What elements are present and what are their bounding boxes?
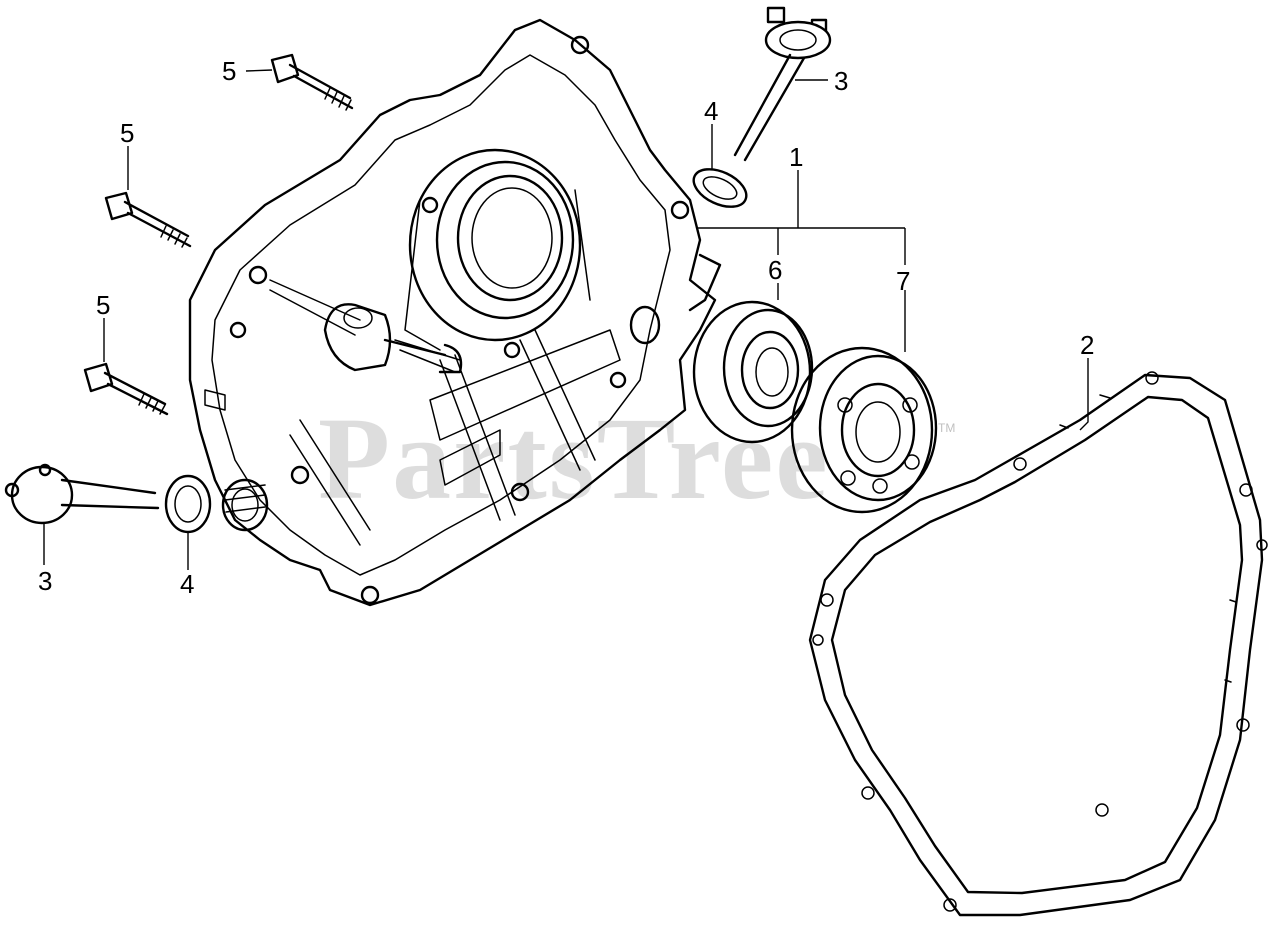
callout-2: 2 — [1080, 330, 1094, 360]
oil-seal-bearing — [692, 300, 814, 444]
oil-dipstick-top — [733, 6, 832, 162]
callout-7: 7 — [896, 266, 910, 296]
callout-5-middle: 5 — [120, 118, 134, 148]
o-ring-top — [692, 168, 748, 208]
callout-5-lower: 5 — [96, 290, 110, 320]
callout-1: 1 — [789, 142, 803, 172]
ball-bearing — [790, 346, 938, 514]
callout-4-left: 4 — [180, 569, 194, 599]
callout-5-top: 5 — [222, 56, 236, 86]
watermark: PartsTree TM — [318, 393, 955, 524]
o-ring-left — [164, 474, 212, 534]
oil-dipstick-left — [4, 463, 160, 525]
leader-lines — [43, 69, 1089, 570]
callouts: 5 5 5 3 3 4 4 1 6 7 2 — [38, 56, 1094, 599]
flange-bolt-lower — [83, 362, 169, 416]
callout-6: 6 — [768, 255, 782, 285]
watermark-trademark: TM — [938, 421, 955, 435]
callout-3-left: 3 — [38, 566, 52, 596]
cover-gasket — [808, 371, 1268, 917]
flange-bolt-middle — [104, 191, 192, 248]
callout-4-top: 4 — [704, 96, 718, 126]
crankcase-cover — [188, 18, 722, 607]
callout-3-top: 3 — [834, 66, 848, 96]
flange-bolt-top — [270, 53, 354, 111]
